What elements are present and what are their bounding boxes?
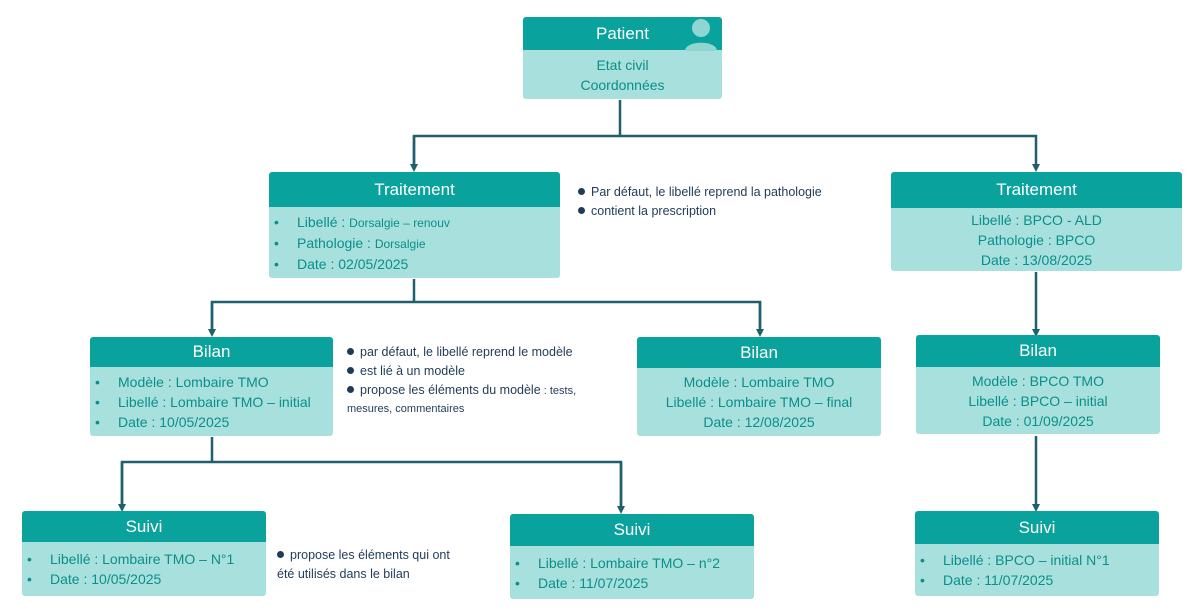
bilan-box-2: Bilan Modèle : Lombaire TMO Libellé : Lo… [637,337,881,436]
suivi-box-2: Suivi Libellé : Lombaire TMO – n°2 Date … [510,514,754,599]
bilan-body: Modèle : BPCO TMO Libellé : BPCO – initi… [916,367,1160,434]
connector-patient-treatments [412,100,1036,168]
bilan-header: Bilan [637,337,881,368]
note-treatment: Par défaut, le libellé reprend la pathol… [578,183,822,221]
bilan-line: Modèle : Lombaire TMO [683,374,835,390]
bilan-item: Modèle : Lombaire TMO [95,372,333,392]
suivi-item: Libellé : Lombaire TMO – n°2 [515,553,754,573]
suivi-header: Suivi [22,511,266,542]
suivi-item: Libellé : BPCO – initial N°1 [920,550,1159,570]
treatment-title: Traitement [996,180,1077,199]
bullet-icon [277,551,284,558]
bullet-icon [578,207,585,214]
suivi-title: Suivi [1018,517,1056,537]
bilan-line: Libellé : Lombaire TMO – final [665,394,853,410]
suivi-item: Date : 10/05/2025 [27,569,266,589]
suivi-title: Suivi [125,516,163,536]
treatment-title: Traitement [374,179,455,199]
suivi-box-3: Suivi Libellé : BPCO – initial N°1 Date … [915,511,1159,596]
treatment-line: Libellé : BPCO - ALD [971,211,1102,228]
suivi-title: Suivi [613,520,651,539]
bilan-line: Libellé : BPCO – initial [968,392,1108,409]
suivi-box-1: Suivi Libellé : Lombaire TMO – N°1 Date … [22,511,266,596]
treatment-header: Traitement [269,172,560,207]
patient-header: Patient [523,17,722,51]
bilan-header: Bilan [90,337,333,367]
treatment-box-1: Traitement Libellé : Dorsalgie – renouv … [269,172,560,278]
connector-bilan1-suivis [120,437,623,510]
suivi-body: Libellé : Lombaire TMO – N°1 Date : 10/0… [22,542,266,596]
user-icon [685,19,717,51]
connector-treatment1-bilans [210,279,762,333]
patient-box: Patient Etat civil Coordonnées [523,17,722,99]
suivi-item: Libellé : Lombaire TMO – N°1 [27,549,266,569]
bilan-item: Date : 10/05/2025 [95,412,333,432]
bilan-box-3: Bilan Modèle : BPCO TMO Libellé : BPCO –… [916,335,1160,434]
patient-body: Etat civil Coordonnées [523,50,722,99]
bilan-line: Date : 12/08/2025 [703,414,815,430]
treatment-box-2: Traitement Libellé : BPCO - ALD Patholog… [891,172,1182,271]
bilan-title: Bilan [192,342,231,361]
bilan-title: Bilan [1019,341,1057,360]
treatment-item: Date : 02/05/2025 [274,254,560,274]
bilan-box-1: Bilan Modèle : Lombaire TMO Libellé : Lo… [90,337,333,436]
patient-title: Patient [596,23,649,43]
bilan-header: Bilan [916,335,1160,367]
bilan-body: Modèle : Lombaire TMO Libellé : Lombaire… [90,367,333,436]
bullet-icon [347,386,354,393]
treatment-header: Traitement [891,172,1182,208]
treatment-line: Pathologie : BPCO [977,231,1096,248]
bilan-line: Date : 01/09/2025 [982,412,1094,429]
suivi-body: Libellé : Lombaire TMO – n°2 Date : 11/0… [510,546,754,599]
patient-line: Coordonnées [580,76,665,93]
bilan-line: Modèle : BPCO TMO [971,372,1104,389]
treatment-body: Libellé : BPCO - ALD Pathologie : BPCO D… [891,208,1182,271]
treatment-line: Date : 13/08/2025 [980,251,1093,268]
treatment-item: Pathologie : Dorsalgie [274,233,560,254]
bilan-body: Modèle : Lombaire TMO Libellé : Lombaire… [637,368,881,436]
bullet-icon [347,367,354,374]
bullet-icon [347,348,354,355]
suivi-body: Libellé : BPCO – initial N°1 Date : 11/0… [915,544,1159,596]
bilan-title: Bilan [740,342,778,362]
suivi-header: Suivi [915,511,1159,544]
note-bilan: par défaut, le libellé reprend le modèle… [347,345,577,415]
patient-line: Etat civil [596,56,649,73]
treatment-item: Libellé : Dorsalgie – renouv [274,212,560,233]
suivi-item: Date : 11/07/2025 [920,570,1159,590]
bullet-icon [578,188,585,195]
suivi-header: Suivi [510,514,754,546]
note-suivi: propose les éléments qui ont été utilisé… [277,548,450,581]
bilan-item: Libellé : Lombaire TMO – initial [95,392,333,412]
treatment-body: Libellé : Dorsalgie – renouv Pathologie … [269,207,560,278]
suivi-item: Date : 11/07/2025 [515,573,754,593]
